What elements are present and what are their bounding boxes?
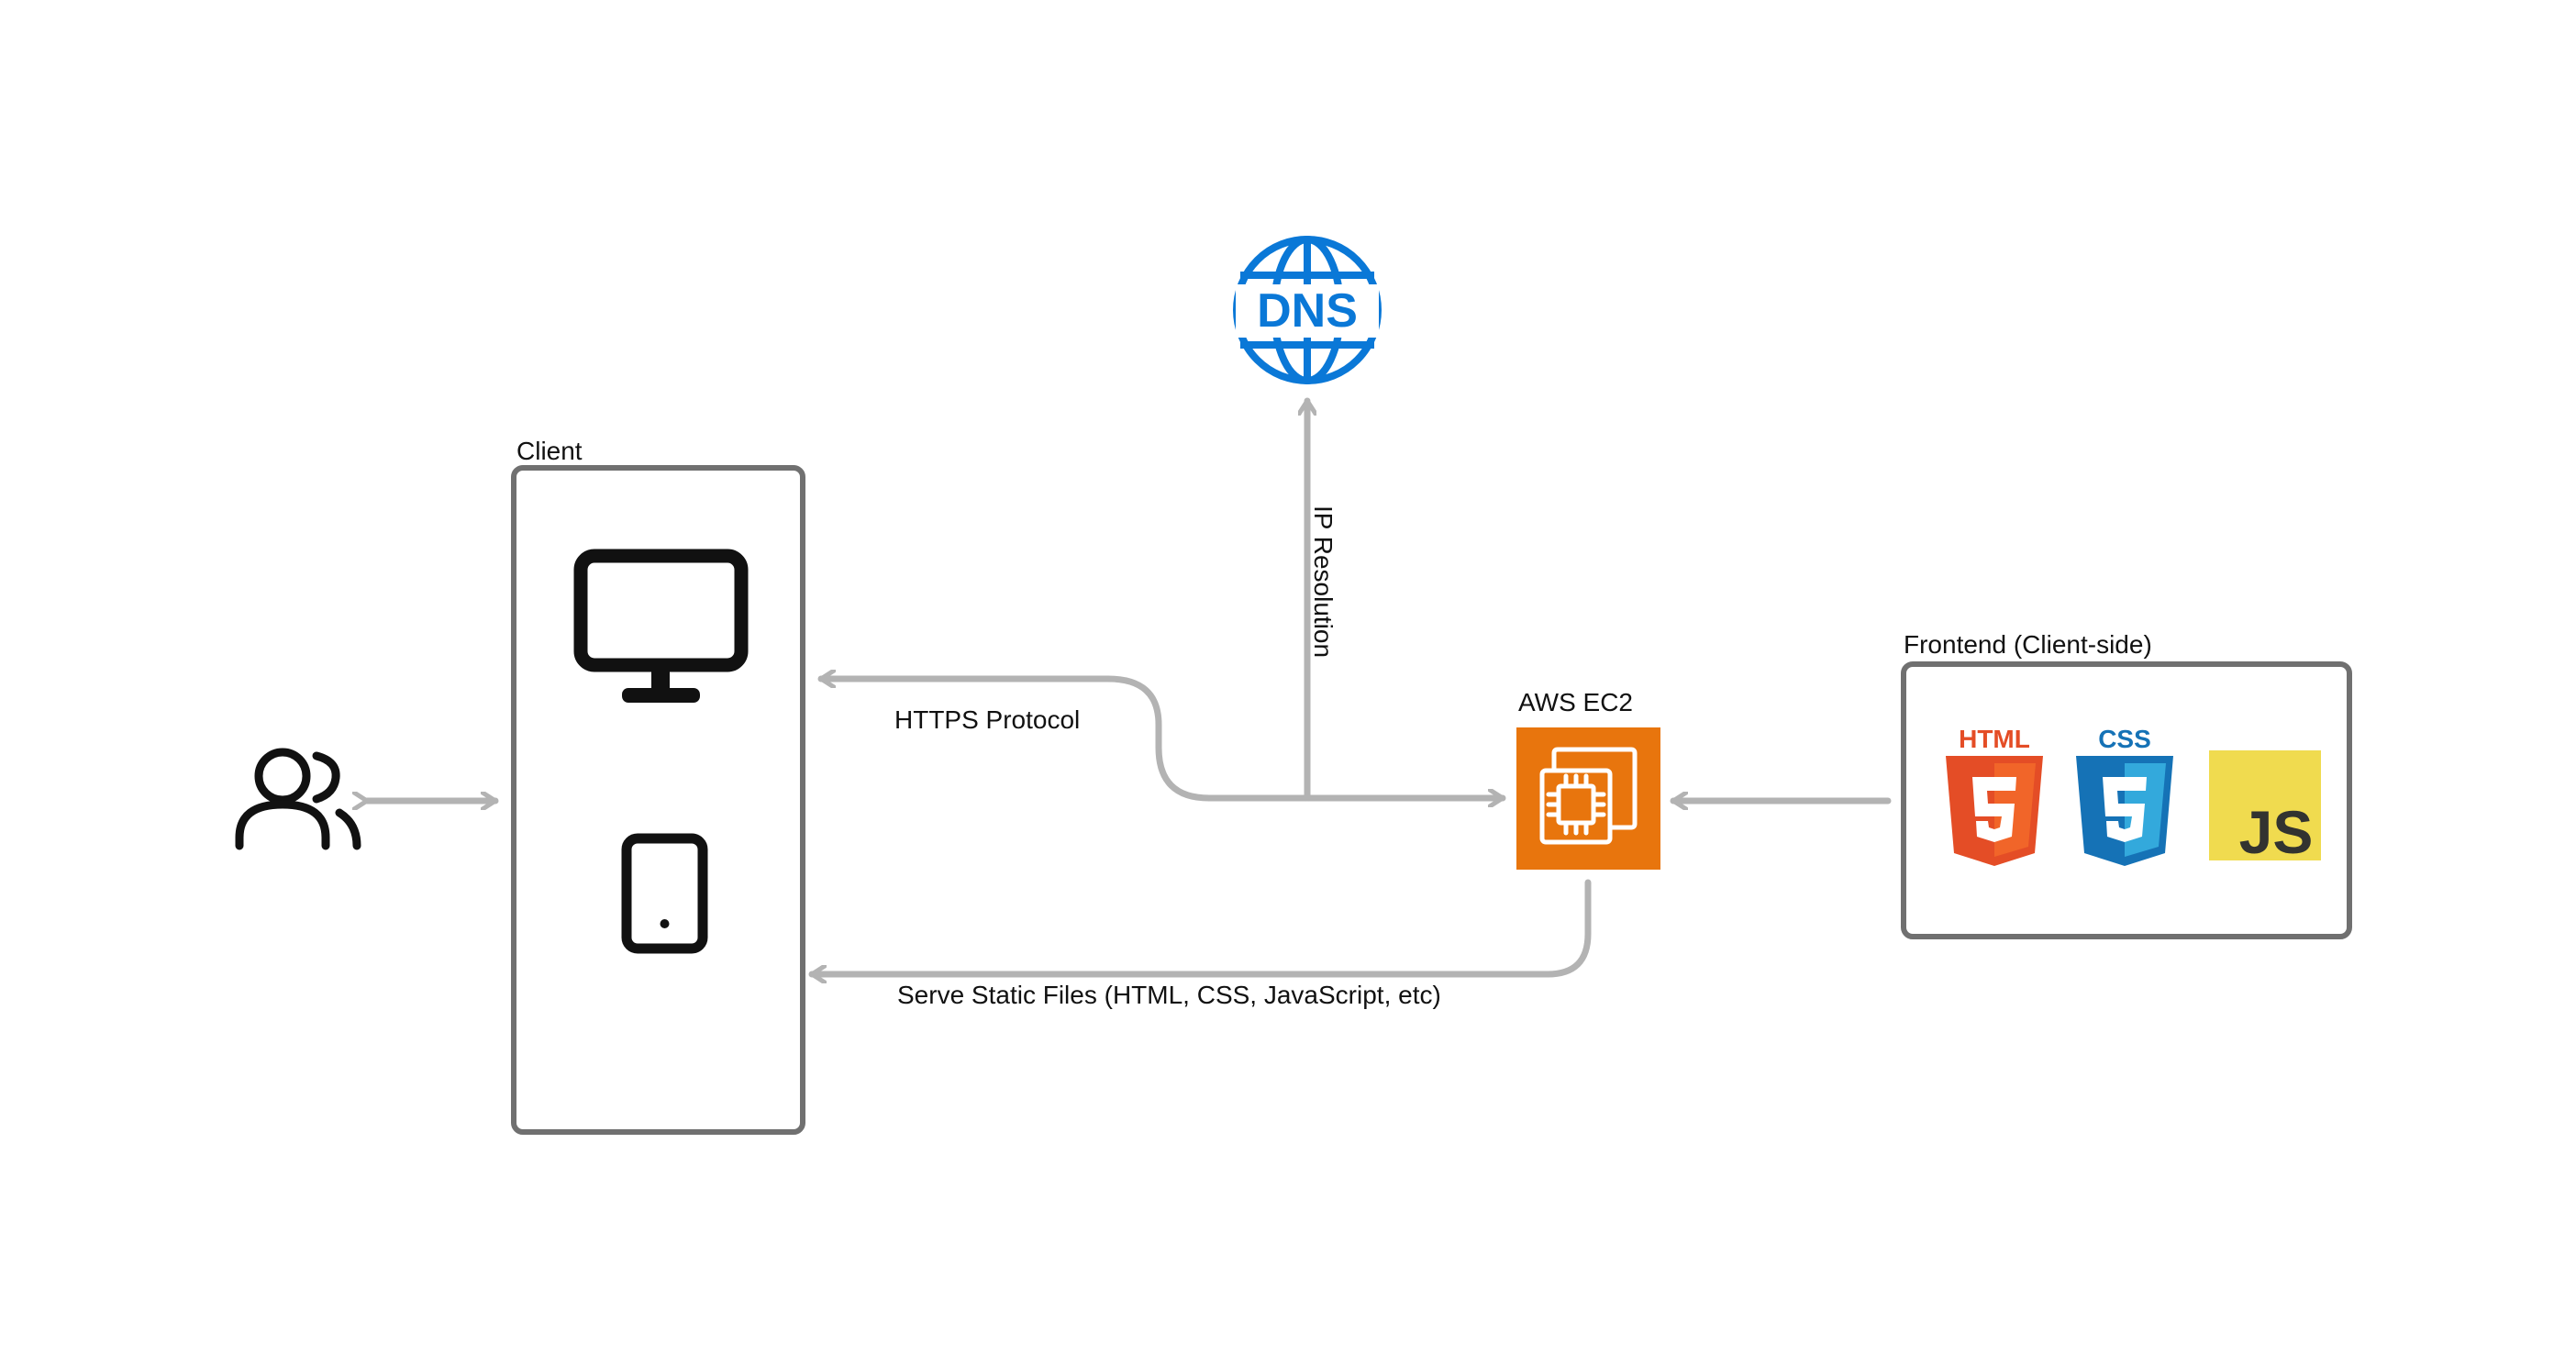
arrows (367, 397, 1892, 974)
client-box (511, 465, 805, 1135)
html5-logo-icon: HTML (1946, 725, 2043, 866)
js-logo-text: JS (2239, 798, 2314, 866)
html-logo-text: HTML (1959, 725, 2030, 753)
arrow-serve-static (808, 879, 1592, 974)
https-protocol-label: HTTPS Protocol (894, 705, 1080, 734)
dns-icon: DNS (1233, 236, 1382, 384)
css-logo-text: CSS (2098, 725, 2151, 753)
css3-logo-icon: CSS (2076, 725, 2173, 866)
tablet-icon (621, 833, 708, 954)
serve-static-label: Serve Static Files (HTML, CSS, JavaScrip… (897, 981, 1441, 1009)
arrow-https-to-client (817, 679, 1311, 802)
ip-resolution-label: IP Resolution (1309, 505, 1338, 658)
dns-icon-text: DNS (1257, 284, 1358, 338)
client-label: Client (516, 437, 583, 465)
aws-ec2-label: AWS EC2 (1518, 688, 1633, 716)
frontend-label: Frontend (Client-side) (1904, 630, 2152, 659)
ec2-icon (1516, 727, 1660, 870)
monitor-icon (573, 549, 749, 703)
users-icon (235, 748, 361, 850)
js-logo-icon: JS (2209, 750, 2321, 866)
